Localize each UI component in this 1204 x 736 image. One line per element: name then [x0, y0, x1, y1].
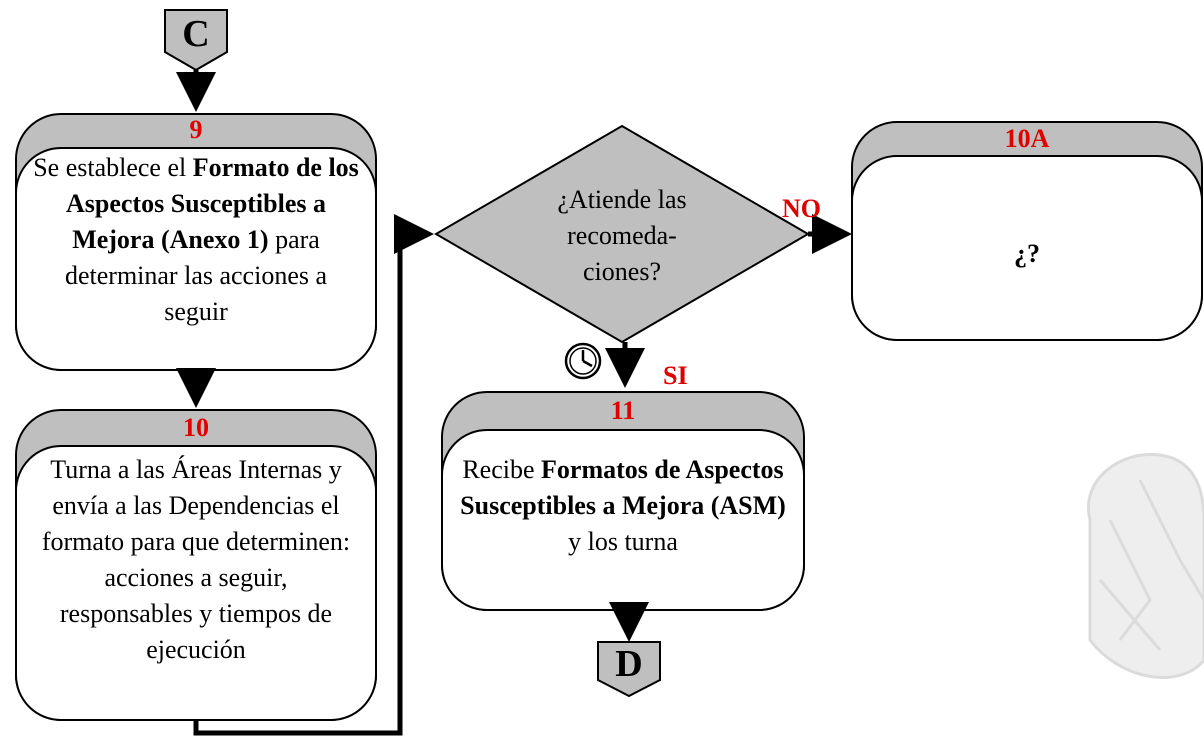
decision-yes-label: SI — [663, 361, 688, 390]
connector-d-shape — [597, 641, 661, 698]
step-10-number: 10 — [183, 413, 209, 442]
step-10-box — [15, 409, 377, 721]
step-11-box — [441, 391, 805, 611]
step-9-number: 9 — [189, 115, 203, 144]
step-11-number: 11 — [610, 396, 636, 425]
clock-icon — [564, 342, 602, 380]
step-11-text: Recibe Formatos de Aspectos Susceptibles… — [460, 455, 786, 556]
decision-text: ¿Atiende las recomeda-ciones? — [557, 185, 687, 286]
connector-c-label: C — [182, 13, 210, 55]
step-9-box — [15, 113, 377, 371]
step-10a-text: ¿? — [1014, 239, 1040, 268]
watermark-logo — [1087, 452, 1204, 679]
step-10-text: Turna a las Áreas Internas y envía a las… — [41, 455, 351, 664]
step-9-text: Se establece el Formato de los Aspectos … — [33, 153, 359, 326]
decision-no-label: NO — [782, 194, 821, 223]
connector-c-shape — [164, 9, 228, 72]
connector-d-label: D — [615, 643, 643, 685]
arrow-10-to-decision — [193, 214, 434, 736]
step-10a-number: 10A — [1004, 124, 1050, 153]
step-10a-box — [851, 121, 1203, 341]
decision-diamond — [434, 124, 810, 344]
